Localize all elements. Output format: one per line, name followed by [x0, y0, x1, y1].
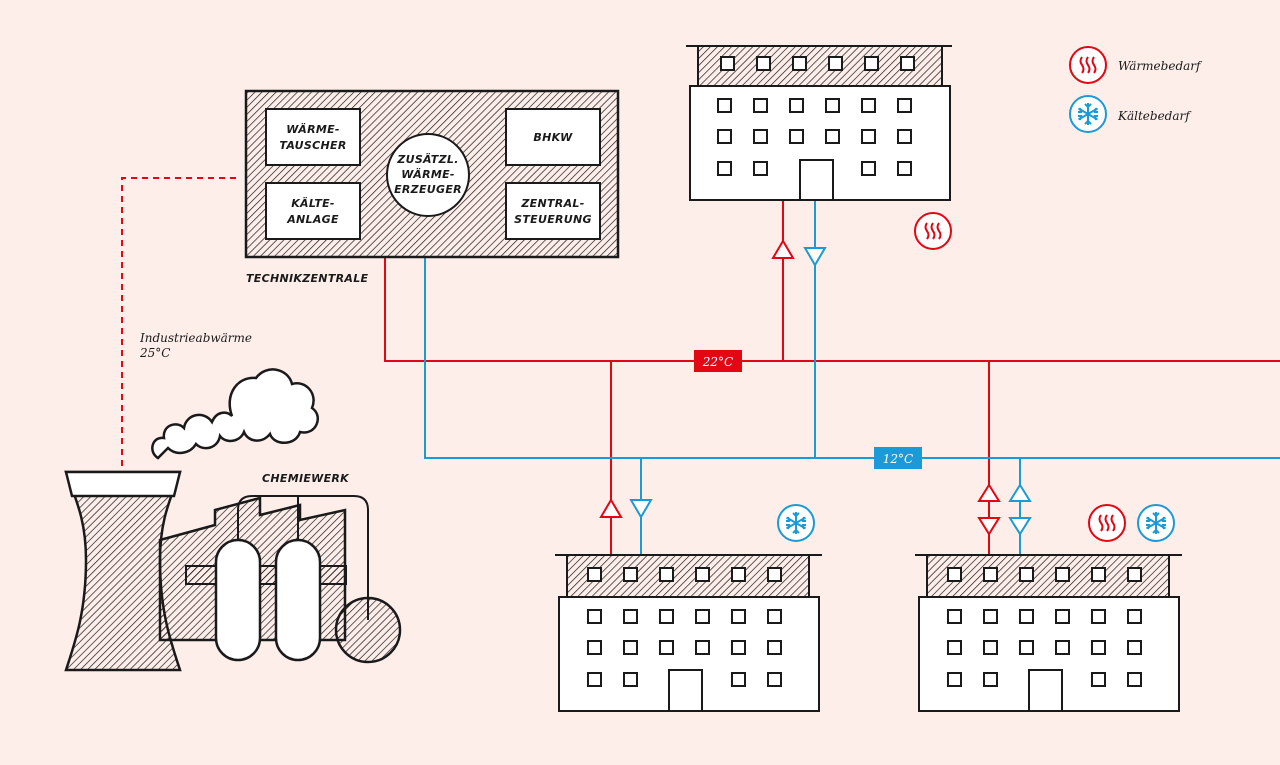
- snowflake-icon: [777, 504, 815, 542]
- svg-text:WÄRME-: WÄRME-: [286, 122, 340, 136]
- svg-text:KÄLTE-: KÄLTE-: [291, 196, 335, 210]
- svg-text:22°C: 22°C: [702, 355, 733, 369]
- smoke-cloud: [151, 368, 319, 460]
- svg-text:ZUSÄTZL.: ZUSÄTZL.: [396, 152, 458, 166]
- svg-text:BHKW: BHKW: [533, 131, 573, 144]
- building-bottom-middle: [555, 554, 822, 712]
- flow-arrows: [599, 239, 1032, 536]
- svg-text:ANLAGE: ANLAGE: [286, 213, 339, 226]
- legend: Wärmebedarf Kältebedarf: [1069, 46, 1203, 133]
- zentralsteuerung-box: ZENTRAL- STEUERUNG: [505, 182, 601, 240]
- heat-wave-icon: [914, 212, 952, 250]
- svg-text:TAUSCHER: TAUSCHER: [279, 139, 346, 152]
- cold-temp-tag: 12°C: [874, 447, 922, 469]
- legend-heat-label: Wärmebedarf: [1118, 59, 1203, 73]
- svg-text:ERZEUGER: ERZEUGER: [394, 183, 462, 196]
- bhkw-box: BHKW: [505, 108, 601, 166]
- building-bottom-right: [915, 554, 1182, 712]
- svg-text:WÄRME-: WÄRME-: [401, 167, 455, 181]
- chemiewerk-label: CHEMIEWERK: [262, 472, 350, 485]
- waermetauscher-box: WÄRME- TAUSCHER: [265, 108, 361, 166]
- snowflake-icon: [1137, 504, 1175, 542]
- legend-cold-label: Kältebedarf: [1117, 109, 1192, 123]
- svg-text:12°C: 12°C: [883, 452, 913, 466]
- industrial-heat-temp: 25°C: [139, 346, 170, 360]
- heat-wave-icon: [1088, 504, 1126, 542]
- industrial-heat-line: [121, 177, 240, 466]
- heat-wave-icon: [1069, 46, 1107, 84]
- kaelteanlage-box: KÄLTE- ANLAGE: [265, 182, 361, 240]
- warm-temp-tag: 22°C: [694, 350, 742, 372]
- svg-text:STEUERUNG: STEUERUNG: [514, 213, 592, 226]
- zusaetzlicher-waermeerzeuger-circle: ZUSÄTZL. WÄRME- ERZEUGER: [386, 133, 470, 217]
- technikzentrale: WÄRME- TAUSCHER KÄLTE- ANLAGE ZUSÄTZL. W…: [244, 89, 620, 285]
- building-top: [686, 45, 952, 201]
- cooling-tower: [64, 470, 182, 672]
- industrial-heat-label: Industrieabwärme: [139, 331, 252, 345]
- svg-text:ZENTRAL-: ZENTRAL-: [520, 197, 584, 210]
- chemiewerk: CHEMIEWERK: [158, 472, 402, 664]
- technikzentrale-title: TECHNIKZENTRALE: [246, 272, 369, 285]
- snowflake-icon: [1069, 95, 1107, 133]
